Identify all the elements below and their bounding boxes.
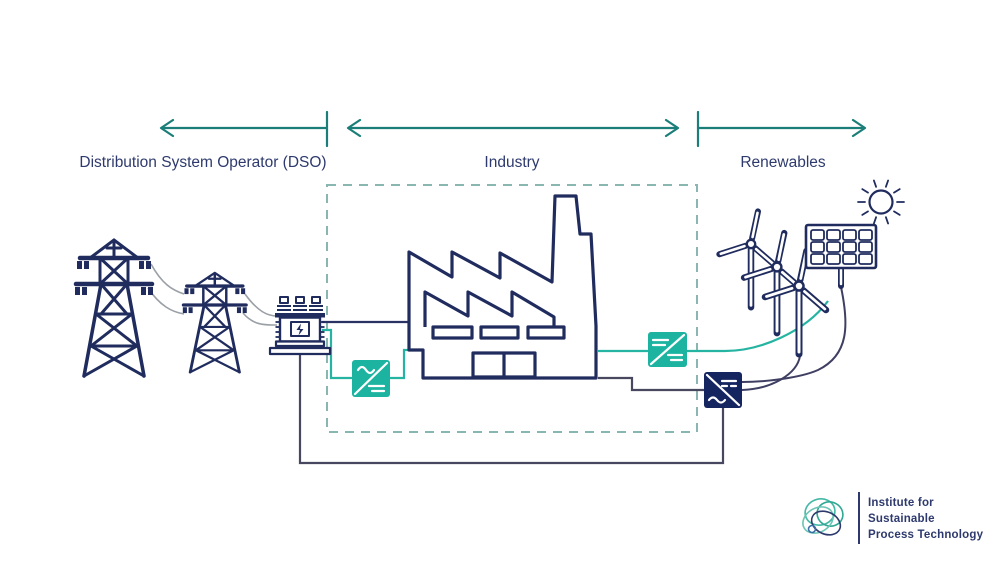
dc-wire-factory-to-renewables [598, 300, 829, 353]
transmission-tower-icon [75, 240, 153, 376]
lightning-bolt-icon [296, 323, 304, 336]
dc-ac-inverter-icon [704, 372, 742, 408]
transformer-icon [268, 296, 332, 356]
return-loop-wire [298, 352, 725, 465]
solar-to-inverter-wire [741, 286, 847, 383]
dso-arrow [159, 110, 329, 148]
ispt-logo: Institute for Sustainable Process Techno… [802, 492, 984, 544]
logo-text-line1: Institute for [868, 497, 934, 509]
logo-text-line2: Sustainable [868, 513, 935, 525]
dso-label: Distribution System Operator (DSO) [79, 154, 326, 171]
transmission-tower-icon [180, 271, 249, 375]
industry-dashed-boundary [326, 184, 698, 433]
renewables-label: Renewables [740, 154, 826, 171]
wind-to-inverter-wire [741, 355, 801, 391]
industry-arrow [346, 118, 680, 138]
ac-dc-converter-icon [352, 360, 390, 397]
dc-dc-converter-icon [648, 332, 687, 367]
renewables-arrow [696, 110, 867, 148]
solar-panel-icon [804, 223, 878, 289]
ispt-logo-mark [802, 498, 844, 536]
factory-icon [407, 194, 598, 380]
logo-text: Institute for Sustainable Process Techno… [868, 497, 984, 541]
factory-door [471, 351, 537, 379]
sun-icon [857, 179, 905, 225]
ac-wire-factory-to-inverter [598, 376, 704, 392]
industry-label: Industry [484, 154, 539, 171]
logo-text-line3: Process Technology [868, 529, 984, 541]
